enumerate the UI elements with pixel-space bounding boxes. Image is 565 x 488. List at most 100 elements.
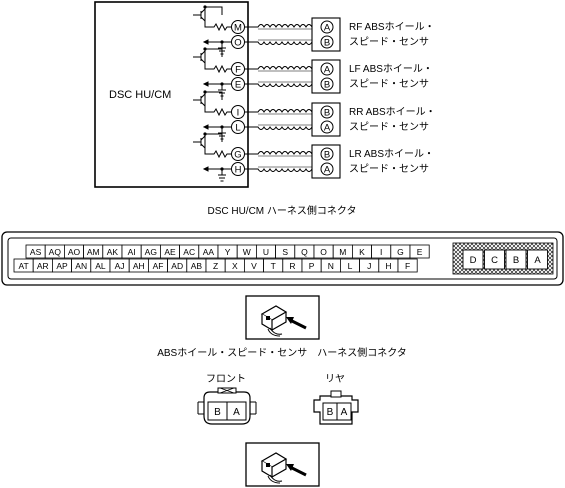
wheel-speed-sensor-box xyxy=(311,144,341,179)
ground-icon xyxy=(218,41,231,55)
harness-pin-label: AP xyxy=(56,261,68,271)
harness-pin-cell xyxy=(397,258,418,273)
harness-pin-label: AL xyxy=(95,261,106,271)
harness-pin-label: AR xyxy=(37,261,49,271)
harness-side-view-icon xyxy=(245,442,320,487)
shielded-wire xyxy=(244,126,313,130)
harness-pin-label: G xyxy=(397,247,404,257)
harness-large-pin-cell xyxy=(505,249,527,270)
harness-pin-label: E xyxy=(417,247,423,257)
harness-pin-label: J xyxy=(367,261,371,271)
harness-pin-label: M xyxy=(339,247,346,257)
sensor-pin-label: A xyxy=(324,23,331,34)
harness-pin-label: V xyxy=(251,261,257,271)
transistor-icon xyxy=(193,134,206,150)
harness-pin-label: X xyxy=(232,261,238,271)
harness-pin-label: AN xyxy=(75,261,87,271)
sensor-name-line1: LR ABSホイール・ xyxy=(349,148,434,160)
ground-icon xyxy=(218,83,231,97)
module-pin-label: H xyxy=(235,165,242,176)
harness-pin-label: AB xyxy=(191,261,203,271)
resistor-icon xyxy=(204,64,231,74)
harness-pin-label: I xyxy=(380,247,382,257)
sensor-pin-label: A xyxy=(324,123,331,134)
sensor-name-line2: スピード・センサ xyxy=(349,121,429,133)
module-pin-label: M xyxy=(234,23,242,34)
harness-large-pin-cell xyxy=(527,249,548,270)
harness-pin-label: F xyxy=(405,261,410,271)
harness-pin-label: AM xyxy=(87,247,100,257)
arrow-left-icon xyxy=(202,39,222,45)
shielded-wire xyxy=(244,24,313,28)
harness-pin-label: O xyxy=(320,247,327,257)
harness-pin-label: S xyxy=(282,247,288,257)
shielded-wire xyxy=(244,109,313,113)
sensor-name-line2: スピード・センサ xyxy=(349,36,429,48)
sensor-name-line1: RR ABSホイール・ xyxy=(349,106,436,118)
sensor-pin-label: A xyxy=(324,65,331,76)
module-pin-label: L xyxy=(235,123,240,134)
arrow-left-icon xyxy=(202,124,222,130)
dsc-module-label: DSC HU/CM xyxy=(109,89,171,101)
resistor-icon xyxy=(204,149,231,159)
harness-pin-label: AQ xyxy=(49,247,62,257)
front-label: フロント xyxy=(206,374,246,385)
shielded-wire xyxy=(244,83,313,87)
harness-pin-label: B xyxy=(513,255,519,266)
harness-pin-label: R xyxy=(289,261,295,271)
harness-large-pin-cell xyxy=(462,249,484,270)
arrow-left-icon xyxy=(202,81,222,87)
sensor-pin-label: B xyxy=(324,150,330,161)
shielded-wire xyxy=(244,41,313,45)
resistor-icon xyxy=(204,107,231,117)
sensor-pin-label: B xyxy=(324,80,330,91)
sensor-pin-label: A xyxy=(324,165,331,176)
harness-pin-label: Q xyxy=(301,247,308,257)
harness-pin-label: U xyxy=(263,247,269,257)
transistor-icon xyxy=(193,92,206,108)
harness-pin-label: A xyxy=(534,255,541,266)
transistor-icon xyxy=(193,49,206,65)
sensor-name-line1: LF ABSホイール・ xyxy=(349,63,433,75)
harness-pin-label: AA xyxy=(203,247,215,257)
harness-pin-label: AD xyxy=(171,261,183,271)
rear-pin-a: A xyxy=(341,407,348,418)
front-pin-a: A xyxy=(233,407,240,418)
transistor-icon xyxy=(193,7,206,23)
harness-pin-label: AI xyxy=(128,247,136,257)
harness-pin-label: AK xyxy=(107,247,119,257)
harness-pin-label: AE xyxy=(164,247,176,257)
harness-pin-label: AO xyxy=(68,247,81,257)
harness-connector-title: DSC HU/CM ハーネス側コネクタ xyxy=(207,204,356,217)
shielded-wire xyxy=(244,151,313,155)
harness-large-pin-cell xyxy=(484,249,505,270)
harness-pin-label: AF xyxy=(153,261,164,271)
harness-pin-label: AH xyxy=(133,261,145,271)
harness-pin-label: W xyxy=(243,247,251,257)
rear-pin-b: B xyxy=(327,407,334,418)
front-sensor-connector: B A xyxy=(197,387,257,425)
harness-pin-label: AJ xyxy=(115,261,125,271)
resistor-icon xyxy=(204,22,231,32)
harness-pin-label: AG xyxy=(145,247,157,257)
channel-3: GH BA LR ABSホイール・スピード・センサ xyxy=(193,132,434,182)
sensor-name-line2: スピード・センサ xyxy=(349,163,429,175)
rear-sensor-connector: B A xyxy=(313,390,359,425)
harness-pin-label: T xyxy=(271,261,276,271)
sensor-connector-title: ABSホイール・スピード・センサ ハーネス側コネクタ xyxy=(157,346,407,359)
harness-pin-label: AT xyxy=(18,261,28,271)
module-pin-label: G xyxy=(234,150,241,161)
shielded-wire xyxy=(244,66,313,70)
harness-pin-label: Z xyxy=(213,261,218,271)
harness-pin-label: K xyxy=(359,247,365,257)
module-pin-label: I xyxy=(237,108,240,119)
arrow-left-icon xyxy=(202,166,222,172)
module-pin-label: E xyxy=(235,80,241,91)
harness-pin-label: AS xyxy=(30,247,42,257)
rear-label: リヤ xyxy=(325,374,345,385)
